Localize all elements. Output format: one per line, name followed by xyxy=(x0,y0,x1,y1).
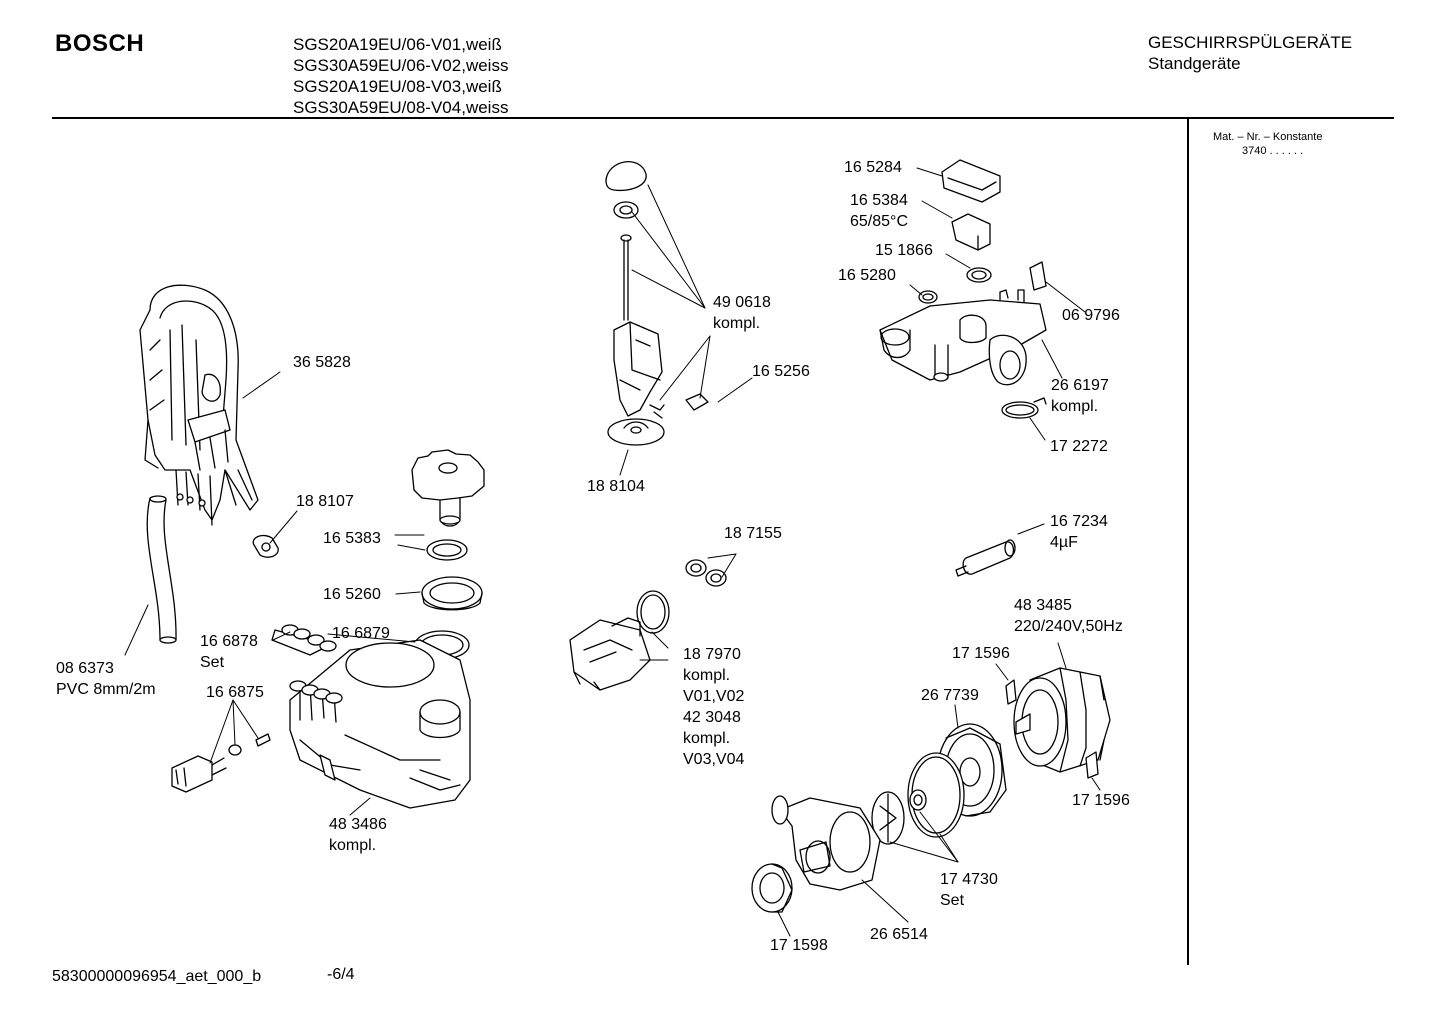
part-label-187970-kompl: kompl. xyxy=(683,667,731,684)
valve-part xyxy=(172,734,270,792)
thermostat-part xyxy=(952,214,990,250)
hose-clamp-part xyxy=(1002,398,1046,418)
part-label-174730: 17 4730 xyxy=(940,871,998,888)
part-label-483486: 48 3486 xyxy=(329,816,387,833)
mat-nr-value: 3740 . . . . . . xyxy=(1242,145,1304,157)
model-list: SGS20A19EU/06-V01,weiß SGS30A59EU/06-V02… xyxy=(293,34,508,118)
part-label-188107: 18 8107 xyxy=(296,493,354,510)
pump-base-part xyxy=(880,290,1046,385)
model-line: SGS20A19EU/08-V03,weiß xyxy=(293,77,502,96)
part-label-267739: 26 7739 xyxy=(921,687,979,704)
part-label-174730-set: Set xyxy=(940,892,965,909)
capacitor-part xyxy=(956,540,1015,576)
part-label-171596-bottom: 17 1596 xyxy=(1072,792,1130,809)
part-label-187155: 18 7155 xyxy=(724,525,782,542)
hose-part xyxy=(147,496,176,643)
part-label-086373-spec: PVC 8mm/2m xyxy=(56,681,156,698)
water-guide-part xyxy=(140,285,258,525)
part-label-172272: 17 2272 xyxy=(1050,438,1108,455)
salt-cap-part xyxy=(412,450,484,526)
seal-ring-part xyxy=(427,540,467,560)
part-label-151866: 15 1866 xyxy=(875,242,933,259)
part-label-490618-kompl: kompl. xyxy=(713,315,761,332)
category-title: GESCHIRRSPÜLGERÄTE xyxy=(1148,33,1353,52)
part-label-423048: 42 3048 xyxy=(683,709,741,726)
float-assembly-part xyxy=(606,162,708,418)
sealing-ring-part xyxy=(919,268,991,303)
clip-part xyxy=(1030,262,1046,290)
clamp-part xyxy=(253,536,278,558)
o-ring-part xyxy=(637,591,669,633)
part-label-165383: 16 5383 xyxy=(323,530,381,547)
part-label-167234: 16 7234 xyxy=(1050,513,1108,530)
model-line: SGS20A19EU/06-V01,weiß xyxy=(293,35,502,54)
model-line: SGS30A59EU/06-V02,weiss xyxy=(293,56,509,75)
pump-seal-part xyxy=(752,864,792,912)
part-label-171598: 17 1598 xyxy=(770,937,828,954)
pump-seal-set-part xyxy=(872,753,964,844)
salt-container-part xyxy=(290,640,470,808)
mat-nr-block: Mat. – Nr. – Konstante 3740 . . . . . . xyxy=(1213,130,1322,158)
part-label-171596-top: 17 1596 xyxy=(952,645,1010,662)
part-label-166875: 16 6875 xyxy=(206,684,264,701)
part-label-165284: 16 5284 xyxy=(844,159,902,176)
sidebar-divider xyxy=(1187,119,1189,965)
leader-lines xyxy=(125,168,1100,936)
seal-pair-part xyxy=(686,560,726,586)
category-block: GESCHIRRSPÜLGERÄTE Standgeräte xyxy=(1148,32,1352,74)
bracket-part xyxy=(1006,680,1098,778)
disc-part xyxy=(608,419,664,445)
part-label-423048-kompl: kompl. xyxy=(683,730,731,747)
part-label-266197-kompl: kompl. xyxy=(1051,398,1099,415)
model-line: SGS30A59EU/08-V04,weiss xyxy=(293,98,509,117)
part-label-266514: 26 6514 xyxy=(870,926,928,943)
part-label-188104: 18 8104 xyxy=(587,478,645,495)
part-label-166879: 16 6879 xyxy=(332,625,390,642)
part-label-365828: 36 5828 xyxy=(293,354,351,371)
thermostat-cover-part xyxy=(942,160,1000,202)
page-number: -6/4 xyxy=(327,966,355,983)
part-label-166878-set: Set xyxy=(200,654,225,671)
part-label-483486-kompl: kompl. xyxy=(329,837,377,854)
document-id: 58300000096954_aet_000_b xyxy=(52,968,262,985)
part-label-086373: 08 6373 xyxy=(56,660,114,677)
part-label-483485-spec: 220/240V,50Hz xyxy=(1014,618,1123,635)
part-label-187970-variant: V01,V02 xyxy=(683,688,745,705)
ring-nut-part xyxy=(422,577,482,610)
part-label-165384: 16 5384 xyxy=(850,192,908,209)
brand-logo: BOSCH xyxy=(55,30,145,57)
drain-pump-part xyxy=(570,618,650,690)
part-label-165384-temp: 65/85°C xyxy=(850,213,908,230)
motor-part xyxy=(1014,668,1110,772)
caps-set-part xyxy=(272,625,336,655)
part-label-167234-capacitance: 4µF xyxy=(1050,534,1078,551)
mat-nr-label: Mat. – Nr. – Konstante xyxy=(1213,131,1323,143)
part-label-069796: 06 9796 xyxy=(1062,307,1120,324)
part-label-165256: 16 5256 xyxy=(752,363,810,380)
part-label-166878: 16 6878 xyxy=(200,633,258,650)
part-label-483485: 48 3485 xyxy=(1014,597,1072,614)
category-subtitle: Standgeräte xyxy=(1148,54,1241,73)
part-label-165260: 16 5260 xyxy=(323,586,381,603)
part-label-490618: 49 0618 xyxy=(713,294,771,311)
part-label-187970: 18 7970 xyxy=(683,646,741,663)
part-label-165280: 16 5280 xyxy=(838,267,896,284)
part-label-423048-variant: V03,V04 xyxy=(683,751,745,768)
header-divider xyxy=(52,117,1394,119)
circulation-pump-part xyxy=(772,796,880,890)
part-label-266197: 26 6197 xyxy=(1051,377,1109,394)
